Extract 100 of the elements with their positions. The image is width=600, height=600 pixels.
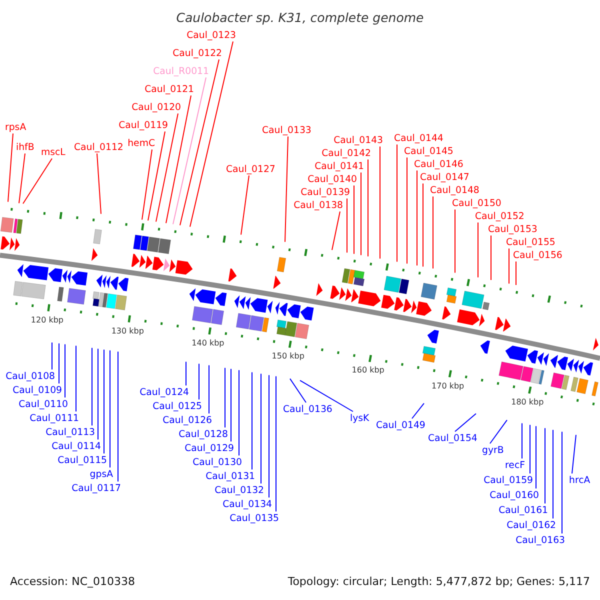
leader-line <box>240 175 250 236</box>
gene-label: gpsA <box>90 468 113 480</box>
gene-label: Caul_0135 <box>230 512 279 524</box>
gene-label: Caul_0136 <box>283 404 332 414</box>
gene-label: Caul_0114 <box>52 440 101 452</box>
leader-line <box>300 380 354 412</box>
leader-line <box>180 59 220 226</box>
leader-line <box>290 378 306 403</box>
gene-label: Caul_0161 <box>498 504 548 516</box>
leader-line <box>416 170 418 266</box>
leader-line <box>208 364 210 414</box>
gene-label: Caul_0109 <box>12 384 62 396</box>
gene-label: gyrB <box>482 444 504 456</box>
leader-line <box>268 374 270 498</box>
gene-label: Caul_0146 <box>414 158 464 170</box>
gene-label: Caul_0153 <box>488 224 538 234</box>
gene-label: Caul_0155 <box>506 236 556 248</box>
gene-label: Caul_0128 <box>178 428 228 440</box>
scale-label: 120 kbp <box>30 315 64 324</box>
accession-text: Accession: NC_010338 <box>10 575 136 589</box>
gene-label: Caul_0133 <box>262 124 312 136</box>
gene-label: Caul_0140 <box>308 174 357 184</box>
leader-line <box>406 157 408 264</box>
gene-label: Caul_0145 <box>404 146 454 156</box>
gene-label: Caul_0154 <box>428 432 478 444</box>
gene-label: Caul_0160 <box>490 490 539 500</box>
gene-label: Caul_0147 <box>420 172 470 182</box>
leader-line <box>422 183 424 268</box>
leader-line <box>454 413 476 432</box>
gene-label: Caul_0132 <box>214 484 264 496</box>
gene-label: Caul_0108 <box>6 370 55 382</box>
gene-label: Caul_0150 <box>452 198 502 208</box>
leader-line <box>96 153 102 214</box>
gene-label: Caul_0159 <box>484 474 533 486</box>
leader-line <box>396 144 398 262</box>
leader-line <box>572 434 576 474</box>
gene-label: Caul_0138 <box>294 200 343 210</box>
gene-label: Caul_0125 <box>152 400 202 412</box>
map-title: Caulobacter sp. K31, complete genome <box>176 11 424 25</box>
gene-label: Caul_0149 <box>376 420 426 430</box>
gene-label: rpsA <box>5 122 26 132</box>
leader-line <box>22 158 52 204</box>
gene-label: Caul_R0011 <box>153 66 209 76</box>
gene-label: Caul_0163 <box>516 534 565 546</box>
leader-line <box>64 344 66 398</box>
scale-label: 170 kbp <box>432 381 464 390</box>
gene-label: Caul_0143 <box>334 134 383 146</box>
leader-line <box>198 363 200 400</box>
gene-label: Caul_0121 <box>144 84 194 94</box>
gene-label: Caul_0131 <box>206 470 255 482</box>
gene-label: mscL <box>41 146 66 158</box>
leader-line <box>346 198 348 254</box>
leader-line <box>360 172 362 256</box>
leader-line <box>544 428 546 504</box>
genome-summary-text: Topology: circular; Length: 5,477,872 bp; Genes: 5,117 <box>288 575 590 589</box>
leader-line <box>58 342 60 384</box>
gene-label: Caul_0162 <box>506 520 556 530</box>
gene-label: Caul_0148 <box>430 184 480 196</box>
leader-line <box>8 133 14 202</box>
leader-line <box>490 235 492 280</box>
leader-line <box>156 113 178 222</box>
leader-line <box>552 429 554 519</box>
scale-label: 150 kbp <box>272 352 304 361</box>
scale-label: 180 kbp <box>511 397 544 406</box>
gene-label: Caul_0117 <box>72 482 121 494</box>
scale-label: 160 kbp <box>352 366 384 375</box>
gene-label: ihfB <box>16 142 34 152</box>
leader-line <box>432 196 434 270</box>
gene-label: Caul_0123 <box>186 30 236 40</box>
gene-label: Caul_0124 <box>140 386 189 398</box>
gene-label: Caul_0129 <box>184 442 234 454</box>
leader-line <box>166 95 192 224</box>
leader-line <box>508 248 510 284</box>
gene-label: Caul_0110 <box>18 398 68 410</box>
gene-label: Caul_0112 <box>74 142 124 152</box>
leader-line <box>284 136 288 242</box>
gene-label: Caul_0126 <box>162 414 212 426</box>
gene-label: lysK <box>350 412 370 424</box>
leader-line <box>412 402 424 419</box>
leader-line <box>142 149 152 220</box>
scale-label: 130 kbp <box>111 326 144 336</box>
gene-label: hrcA <box>569 474 590 486</box>
gene-label: Caul_0115 <box>58 454 107 466</box>
gene-label: Caul_0122 <box>172 48 222 58</box>
leader-line <box>238 370 240 456</box>
gene-label: Caul_0144 <box>394 132 444 144</box>
leader-line <box>172 77 206 225</box>
leader-line <box>454 209 456 274</box>
leader-line <box>190 41 234 228</box>
leader-line <box>490 420 508 444</box>
leader-line <box>332 211 340 250</box>
gene-label: Caul_0127 <box>226 164 276 174</box>
gene-label: Caul_0111 <box>30 412 79 424</box>
gene-label: Caul_0142 <box>322 148 371 158</box>
gene-label: Caul_0119 <box>118 120 168 130</box>
gene-label: Caul_0113 <box>46 426 95 438</box>
scale-label: 140 kbp <box>192 338 224 348</box>
gene-label: Caul_0130 <box>192 456 242 468</box>
gene-label: Caul_0152 <box>475 210 524 222</box>
leader-line <box>148 131 166 221</box>
